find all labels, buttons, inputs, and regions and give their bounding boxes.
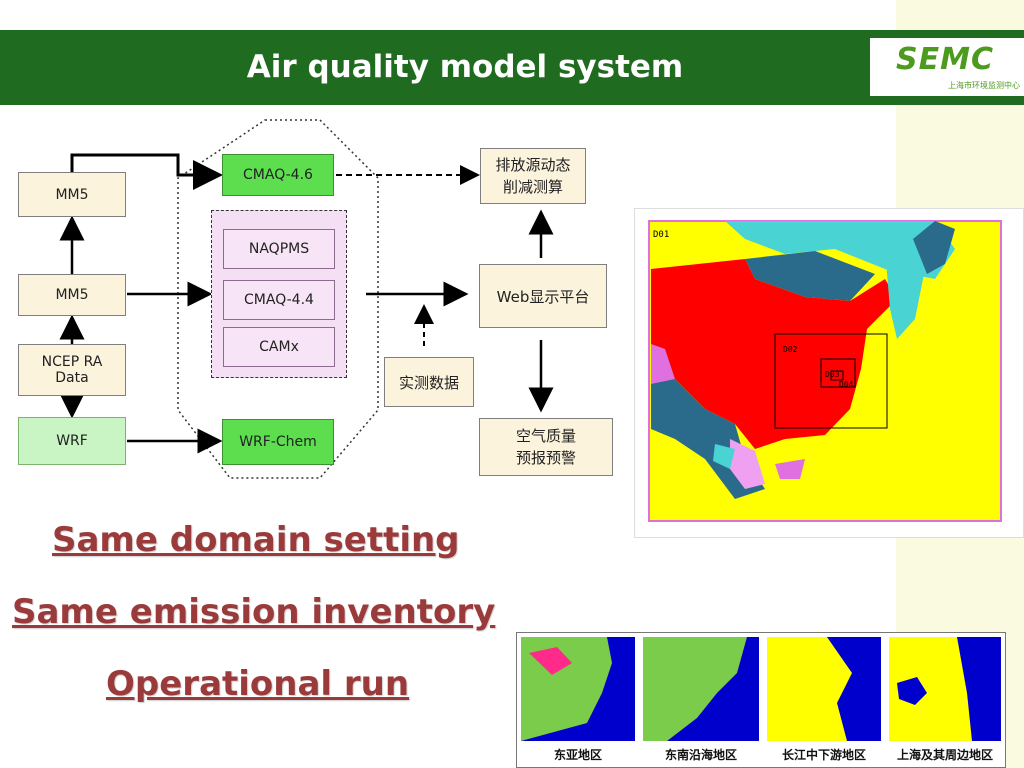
air-quality-forecast-box: 空气质量预报预警 [479, 418, 613, 476]
map-central-region [651, 259, 897, 449]
domain-label-d03: D03 [825, 370, 840, 379]
regional-panel-graphics [521, 637, 1001, 741]
map-lightpink-region [730, 439, 765, 489]
wrf-box: WRF [18, 417, 126, 465]
map-teal-east [885, 239, 925, 339]
panel-label-east-asia: 东亚地区 [553, 748, 602, 762]
mm5-to-cmaq46-connector [70, 153, 223, 190]
domain-d03-box [820, 358, 856, 388]
statement-same-domain: Same domain setting [52, 520, 460, 560]
logo-text: SEMC [896, 42, 994, 77]
regional-panels: 东亚地区 东南沿海地区 长江中下游地区 上海及其周边地区 [516, 632, 1006, 768]
naqpms-box: NAQPMS [223, 229, 335, 269]
mm5-top-box: MM5 [18, 172, 126, 217]
cmaq46-box: CMAQ-4.6 [222, 154, 334, 196]
domain-d02-box [774, 333, 888, 429]
statement-same-emission: Same emission inventory [12, 592, 496, 632]
statement-operational-run: Operational run [106, 664, 410, 704]
title-bar [0, 30, 1024, 105]
panel-east-asia-red [529, 647, 572, 675]
map-pink-south [775, 459, 805, 479]
slide-title: Air quality model system [246, 49, 684, 85]
emission-reduction-box: 排放源动态削减测算 [480, 148, 586, 204]
camx-box: CAMx [223, 327, 335, 367]
panel-southeast-coast-land [643, 637, 747, 741]
panel-yangtze-water [827, 637, 881, 741]
map-pink-region [651, 344, 675, 384]
domain-label-d02: D02 [783, 345, 798, 354]
observed-data-box: 实测数据 [384, 357, 474, 407]
panel-shanghai-lake [897, 677, 927, 705]
mm5-mid-box: MM5 [18, 274, 126, 316]
cmaq44-box: CMAQ-4.4 [223, 280, 335, 320]
panel-label-shanghai: 上海及其周边地区 [896, 748, 993, 762]
panel-label-yangtze: 长江中下游地区 [781, 748, 866, 762]
panel-label-southeast-coast: 东南沿海地区 [664, 748, 737, 762]
domain-map: D01 D02 D03 D04 [634, 208, 1024, 538]
map-teal-south [713, 444, 735, 469]
domain-map-graphic: D01 D02 D03 D04 [648, 220, 1002, 522]
domain-label-d01: D01 [653, 230, 669, 240]
wrfchem-box: WRF-Chem [222, 419, 334, 465]
map-northeast-land [913, 221, 955, 274]
panel-shanghai-water [957, 637, 1001, 741]
diagram-connectors [59, 119, 554, 479]
domain-d04-box [830, 370, 844, 381]
ncep-box: NCEP RA Data [18, 344, 126, 396]
logo-subtext: 上海市环境监测中心 [948, 81, 1020, 90]
web-platform-box: Web显示平台 [479, 264, 607, 328]
map-mongolia-region [745, 251, 875, 301]
semc-logo: SEMC 上海市环境监测中心 [870, 38, 1024, 96]
domain-label-d04: D04 [839, 380, 854, 389]
